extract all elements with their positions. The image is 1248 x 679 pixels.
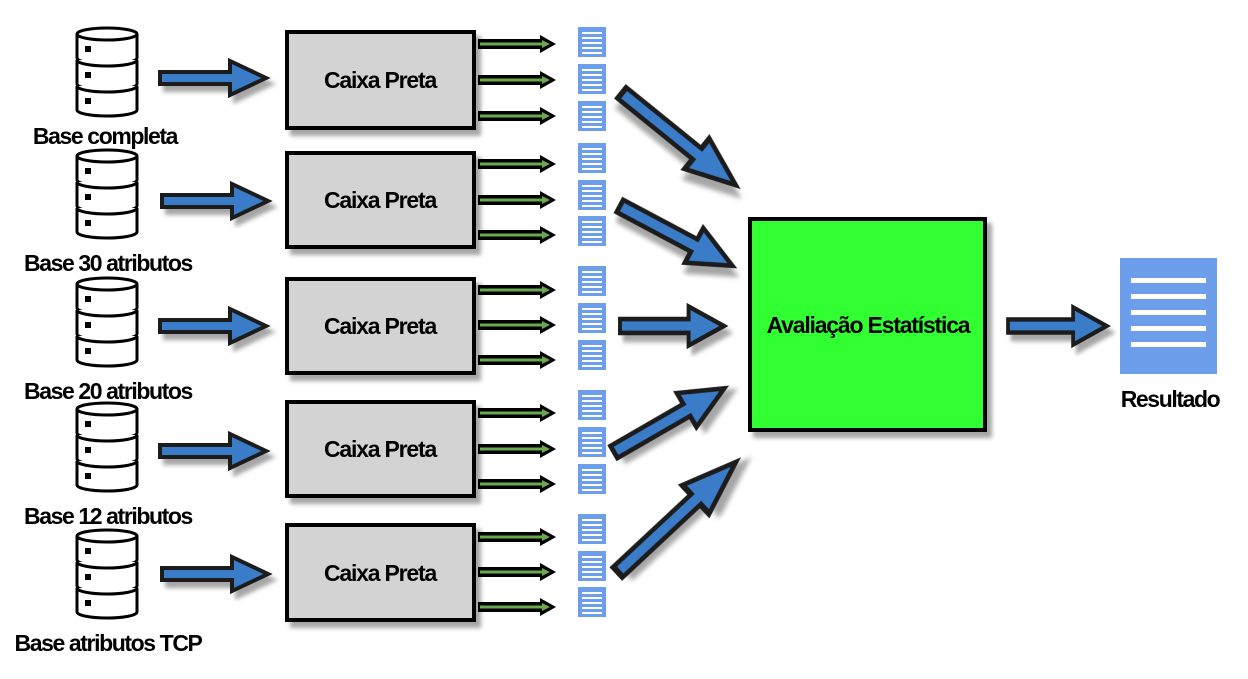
input-arrow (160, 182, 270, 220)
output-arrow (476, 596, 558, 618)
document-icon (578, 27, 606, 57)
document-icon (578, 340, 606, 370)
source-label: Base 20 atributos (24, 378, 193, 404)
row-base-atributos-tcp: Base atributos TCP Caixa Preta (15, 514, 606, 656)
process-box (285, 30, 476, 130)
input-arrow (158, 59, 268, 97)
document-icon (578, 101, 606, 131)
process-label: Caixa Preta (324, 313, 438, 339)
process-label: Caixa Preta (324, 560, 438, 586)
converge-arrow (610, 78, 748, 200)
result-document: Resultado (1120, 258, 1222, 412)
database-icon (75, 26, 139, 118)
converge-arrow (604, 371, 734, 468)
database-icon (75, 276, 139, 368)
output-arrow (476, 349, 558, 371)
database-icon (75, 401, 139, 493)
result-arrow (1008, 307, 1107, 344)
document-icon (578, 266, 606, 296)
database-icon (75, 148, 139, 240)
document-icon (578, 427, 606, 457)
source-label: Base 30 atributos (24, 250, 193, 276)
process-box (285, 277, 476, 375)
process-box (285, 400, 476, 498)
database-icon (75, 528, 139, 620)
output-arrow (476, 526, 558, 548)
document-icon (578, 587, 606, 617)
output-arrow (476, 153, 558, 175)
document-icon (1120, 258, 1217, 374)
output-arrow (476, 561, 558, 583)
output-arrow (476, 402, 558, 424)
process-box (285, 523, 476, 622)
output-arrow (476, 33, 558, 55)
process-label: Caixa Preta (324, 187, 438, 213)
output-arrow (476, 438, 558, 460)
converge-arrow (605, 448, 750, 586)
document-icon (578, 143, 606, 173)
output-arrow (476, 224, 558, 246)
converge-arrow (611, 189, 742, 283)
document-icon (578, 514, 606, 544)
document-icon (578, 464, 606, 494)
output-arrow (476, 473, 558, 495)
row-base-30-atributos: Base 30 atributos Caixa Preta (24, 143, 606, 276)
process-label: Caixa Preta (324, 67, 438, 93)
input-arrow (158, 432, 268, 470)
row-base-completa: Base completa Caixa Preta (33, 26, 606, 149)
input-arrow (158, 307, 268, 345)
evaluation-label: Avaliação Estatística (767, 312, 971, 338)
row-base-20-atributos: Base 20 atributos Caixa Preta (24, 266, 606, 404)
output-arrow (476, 279, 558, 301)
document-icon (578, 303, 606, 333)
output-arrow (476, 314, 558, 336)
document-icon (578, 216, 606, 246)
row-base-12-atributos: Base 12 atributos Caixa Preta (24, 390, 606, 529)
result-label: Resultado (1121, 386, 1221, 412)
source-label: Base 12 atributos (24, 503, 193, 529)
source-label: Base completa (33, 123, 179, 149)
converge-arrow (620, 306, 724, 345)
document-icon (578, 551, 606, 581)
evaluation-box: Avaliação Estatística (748, 217, 987, 432)
document-icon (578, 180, 606, 210)
process-label: Caixa Preta (324, 436, 438, 462)
output-arrow (476, 105, 558, 127)
output-arrow (476, 189, 558, 211)
source-label: Base atributos TCP (15, 630, 203, 656)
input-arrow (160, 555, 270, 593)
output-arrow (476, 69, 558, 91)
document-icon (578, 390, 606, 420)
process-box (285, 151, 476, 249)
document-icon (578, 64, 606, 94)
